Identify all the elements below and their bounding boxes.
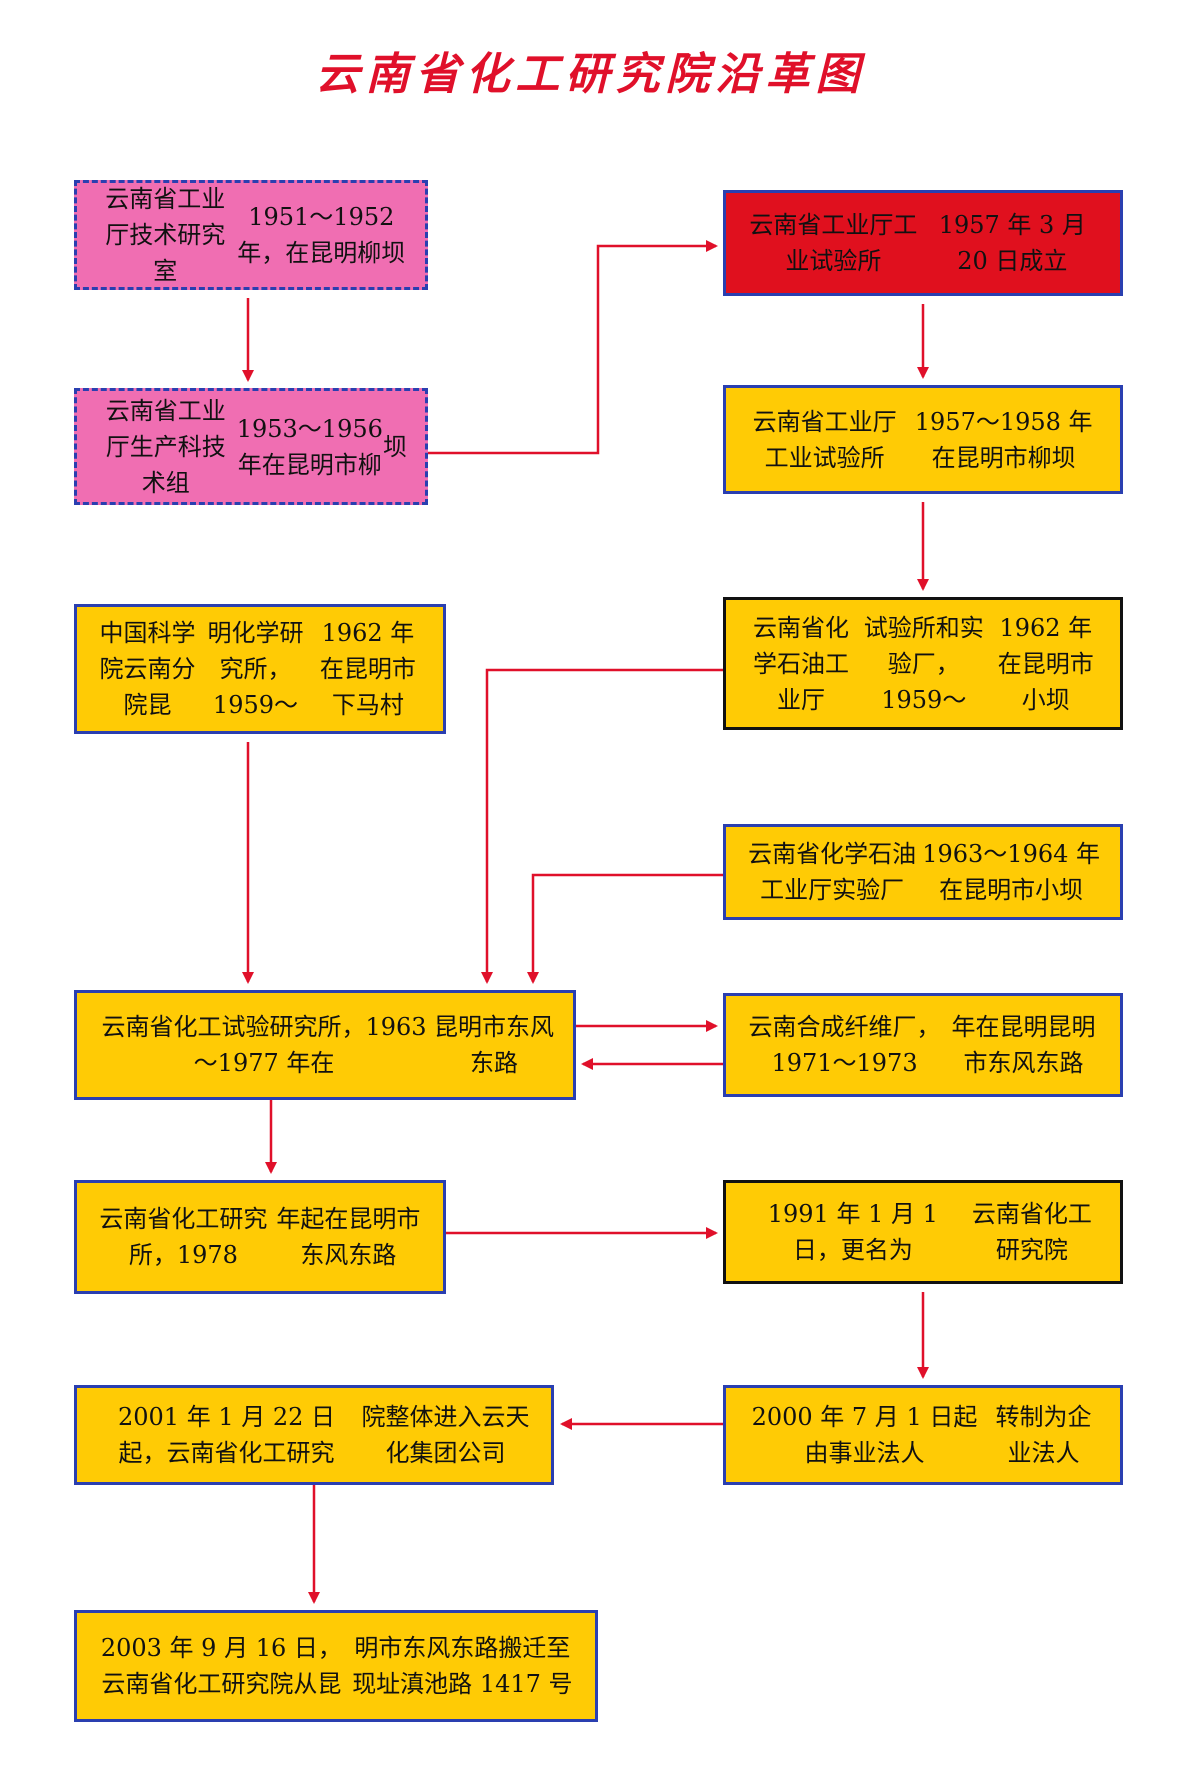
- box-text-line: 1991 年 1 月 1 日，更名为: [767, 1200, 938, 1264]
- box-text-line: 1962 年在昆明市小坝: [997, 613, 1094, 714]
- box-text-line: 1963～1964 年在昆明市小坝: [922, 840, 1101, 904]
- box-text-line: 云南省工业厅生产科技术组: [105, 396, 226, 497]
- box-chem-petroleum-test-institute: 云南省化学石油工业厅试验所和实验厂，1959～1962 年在昆明市小坝: [723, 597, 1123, 730]
- box-text-line: 云南省工业厅工业试验所: [752, 407, 897, 472]
- box-yuntianhua-group-2001: 2001 年 1 月 22 日起，云南省化工研究院整体进入云天化集团公司: [74, 1385, 554, 1485]
- arrow-b2-b3: [428, 240, 718, 455]
- box-text-line: 坝: [383, 432, 407, 461]
- box-text-line: 云南省化工研究所，1978: [99, 1205, 268, 1269]
- box-text-line: 明化学研究所，1959～: [207, 619, 304, 719]
- box-text-line: 云南省化学石油工业厅实验厂: [748, 840, 917, 904]
- box-text-line: 1957～1958 年在昆明市柳坝: [914, 407, 1093, 472]
- diagram-title: 云南省化工研究院沿革图: [315, 49, 866, 100]
- box-text-line: 云南省化工试验研究所，1963～1977 年在: [101, 1013, 427, 1077]
- box-text-line: 年起在昆明市东风东路: [276, 1205, 421, 1269]
- box-text-line: 转制为企业法人: [995, 1403, 1092, 1467]
- box-cas-kunming-chemistry-institute: 中国科学院云南分院昆明化学研究所，1959～1962 年在昆明市下马村: [74, 604, 446, 734]
- box-text-line: 明市东风东路搬迁至现址滇池路 1417 号: [352, 1634, 573, 1698]
- box-text-line: 1953～1956 年在昆明市柳: [236, 414, 383, 479]
- box-enterprise-conversion-2000: 2000 年 7 月 1 日起由事业法人转制为企业法人: [723, 1385, 1123, 1485]
- box-text-line: 2000 年 7 月 1 日起由事业法人: [751, 1403, 978, 1467]
- box-industrial-test-institute-1957: 云南省工业厅工业试验所 1957 年 3 月 20 日成立: [723, 190, 1123, 296]
- box-text-line: 1962 年在昆明市下马村: [319, 619, 416, 719]
- box-text-line: 院整体进入云天化集团公司: [361, 1403, 530, 1467]
- box-text-line: 2001 年 1 月 22 日起，云南省化工研究: [118, 1403, 336, 1467]
- box-text-line: 试验所和实验厂，1959～: [863, 613, 984, 714]
- box-text-line: 1957 年 3 月 20 日成立: [938, 211, 1086, 275]
- box-text-line: 年在昆明昆明市东风东路: [951, 1013, 1096, 1077]
- box-text-line: 云南合成纤维厂，1971～1973: [748, 1013, 941, 1077]
- box-chem-test-research-institute: 云南省化工试验研究所，1963～1977 年在昆明市东风东路: [74, 990, 576, 1100]
- box-text-line: 云南省工业厅技术研究室: [105, 185, 226, 285]
- box-relocation-2003: 2003 年 9 月 16 日，云南省化工研究院从昆明市东风东路搬迁至现址滇池路…: [74, 1610, 598, 1722]
- arrow-b7-b8: [527, 873, 723, 984]
- box-text-line: 云南省化工研究院: [971, 1200, 1092, 1264]
- box-text-line: 中国科学院云南分院昆: [99, 619, 196, 719]
- box-renamed-1991: 1991 年 1 月 1 日，更名为云南省化工研究院: [723, 1180, 1123, 1284]
- arrow-b6-b8: [481, 668, 723, 984]
- box-text-line: 云南省工业厅工业试验所: [749, 211, 918, 275]
- box-text-line: 云南省化学石油工业厅: [752, 613, 849, 714]
- box-industrial-test-institute-1957-1958: 云南省工业厅工业试验所 1957～1958 年在昆明市柳坝: [723, 385, 1123, 494]
- box-text-line: 2003 年 9 月 16 日，云南省化工研究院从昆: [100, 1634, 342, 1698]
- box-text-line: 1951～1952 年，在昆明柳坝: [237, 203, 406, 267]
- box-text-line: 昆明市东风东路: [434, 1013, 555, 1077]
